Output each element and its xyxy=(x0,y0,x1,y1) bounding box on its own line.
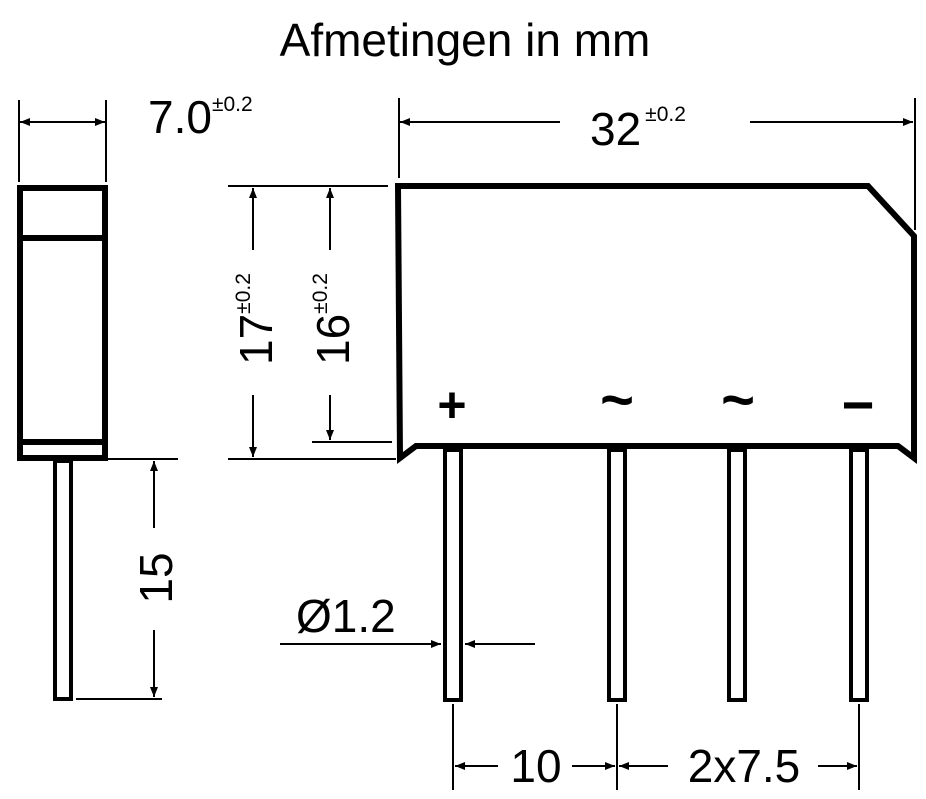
pin-spacing-dimensions: 10 2x7.5 xyxy=(452,704,860,792)
side-view xyxy=(17,185,108,701)
side-view-body xyxy=(17,185,108,461)
terminal-ac1-symbol: ~ xyxy=(600,368,634,433)
side-width-label: 7.0±0.2 xyxy=(148,91,253,143)
side-width-dimension: 7.0±0.2 xyxy=(18,91,253,182)
front-view: + ~ ~ − xyxy=(394,183,917,702)
pin-spacing-rest-label: 2x7.5 xyxy=(688,740,801,792)
front-lead-ac1 xyxy=(607,448,627,702)
lead-diameter-dimension: Ø1.2 xyxy=(280,590,535,648)
lead-diameter-label: Ø1.2 xyxy=(296,590,396,642)
body-length-dimension: 32±0.2 xyxy=(398,98,916,230)
terminal-plus-symbol: + xyxy=(437,377,466,433)
body-height-total-label: 17±0.2 xyxy=(230,273,282,365)
drawing-title: Afmetingen in mm xyxy=(280,14,651,66)
side-view-lead xyxy=(53,459,73,701)
body-length-label: 32±0.2 xyxy=(590,103,686,155)
pin-spacing-first-label: 10 xyxy=(510,740,561,792)
front-lead-minus xyxy=(849,448,869,702)
front-view-body xyxy=(394,183,917,464)
front-lead-plus xyxy=(443,448,463,702)
body-height-dimensions: 17±0.2 16±0.2 xyxy=(228,185,396,460)
lead-length-dimension: 15 xyxy=(76,458,182,700)
front-lead-ac2 xyxy=(727,448,747,702)
lead-length-label: 15 xyxy=(130,552,182,603)
terminal-minus-symbol: − xyxy=(842,373,875,436)
body-height-inner-label: 16±0.2 xyxy=(307,273,359,365)
terminal-ac2-symbol: ~ xyxy=(721,368,755,433)
